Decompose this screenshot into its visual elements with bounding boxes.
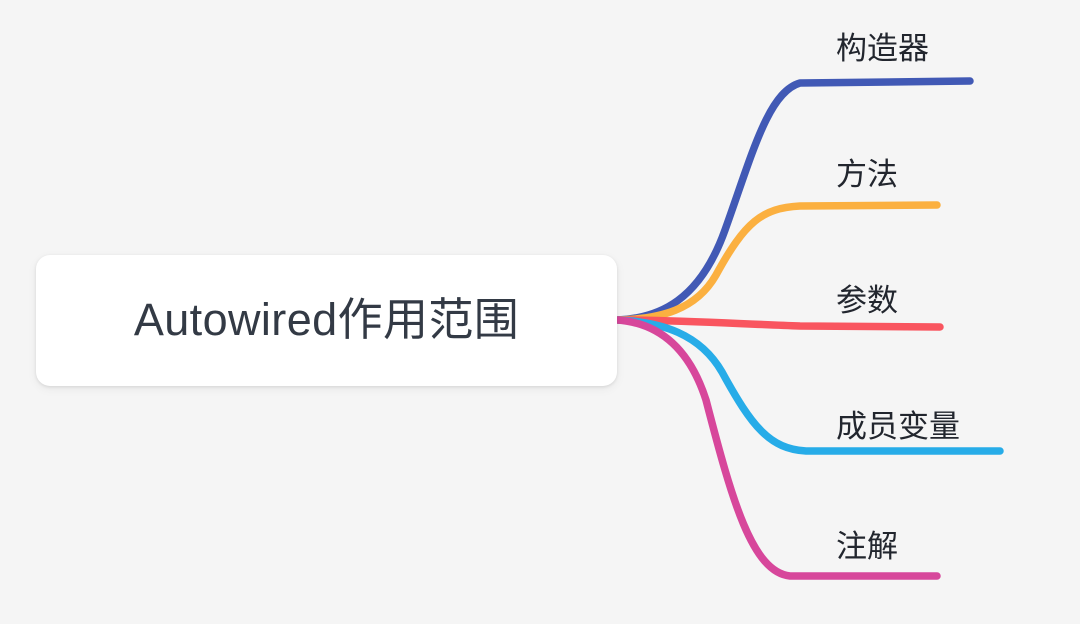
branch-label-parameter[interactable]: 参数 (836, 283, 898, 318)
branch-label-member-variable[interactable]: 成员变量 (836, 409, 960, 444)
branch-connector-1[interactable] (614, 201, 941, 324)
branch-connector-0[interactable] (614, 77, 974, 324)
branch-label-constructor[interactable]: 构造器 (836, 31, 929, 66)
branch-label-annotation[interactable]: 注解 (836, 529, 898, 564)
central-node-label: Autowired作用范围 (133, 294, 520, 346)
branch-connector-3[interactable] (614, 316, 1004, 455)
branch-label-method[interactable]: 方法 (836, 157, 898, 192)
branch-connector-4[interactable] (614, 316, 941, 580)
central-node[interactable]: Autowired作用范围 (36, 255, 617, 386)
